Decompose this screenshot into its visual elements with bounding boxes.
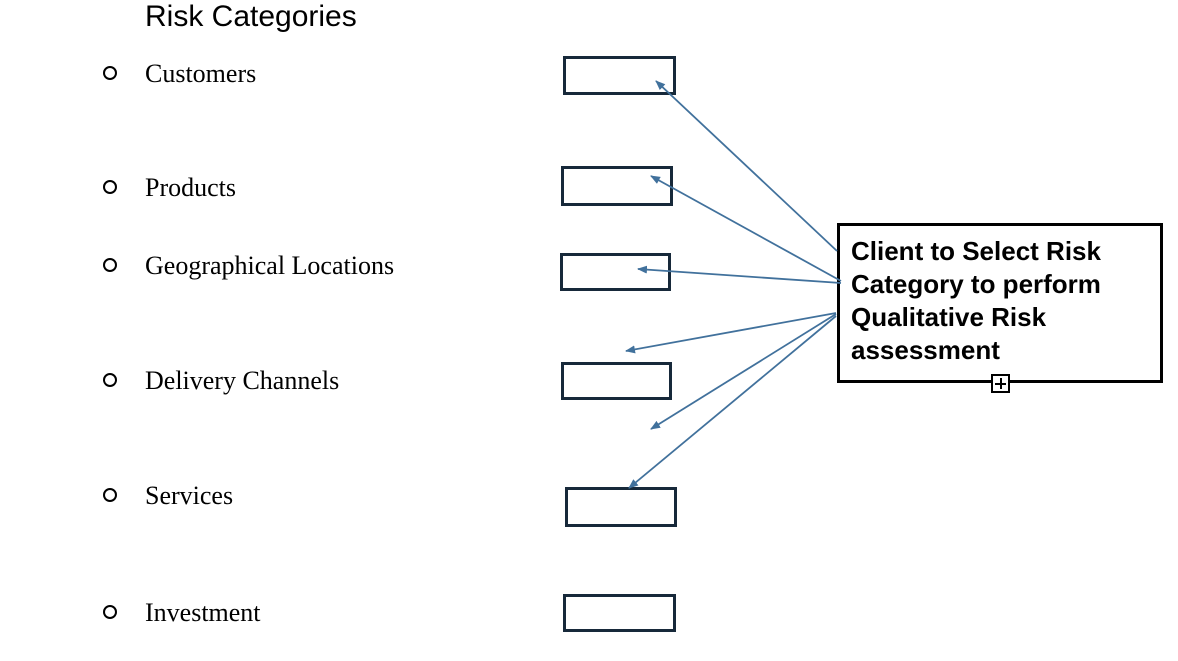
expand-handle[interactable] [991,374,1010,393]
connector-arrow-services [628,315,837,489]
risk-category-item-investment: Investment [103,598,261,628]
connector-arrow-products [650,175,842,282]
connector-arrow-delivery-channels-upper [625,312,837,354]
circle-bullet-icon [103,605,117,619]
circle-bullet-icon [103,373,117,387]
circle-bullet-icon [103,488,117,502]
risk-category-item-services: Services [103,481,233,511]
page-title: Risk Categories [145,0,357,33]
circle-bullet-icon [103,66,117,80]
risk-category-label: Customers [145,59,257,88]
risk-category-label: Investment [145,598,261,627]
circle-bullet-icon [103,258,117,272]
risk-category-item-geographical-locations: Geographical Locations [103,251,394,281]
risk-select-box-geographical-locations[interactable] [560,253,671,291]
risk-select-box-customers[interactable] [563,56,676,95]
risk-category-label: Delivery Channels [145,366,340,395]
callout-text-line: Qualitative Risk [851,302,1047,332]
callout-text-line: Category to perform [851,269,1101,299]
plus-icon [993,376,1008,391]
callout-text-line: Client to Select Risk [851,236,1101,266]
risk-category-label: Geographical Locations [145,251,395,280]
risk-category-label: Products [145,173,236,202]
risk-category-label: Services [145,481,234,510]
callout-text-line: assessment [851,335,1000,365]
risk-select-box-services[interactable] [565,487,677,527]
risk-category-item-products: Products [103,173,236,203]
connector-arrow-delivery-channels-lower [650,313,837,430]
instruction-callout: Client to Select Risk Category to perfor… [837,223,1163,383]
connector-arrow-customers [655,80,838,252]
circle-bullet-icon [103,180,117,194]
risk-category-item-customers: Customers [103,59,256,89]
risk-select-box-products[interactable] [561,166,673,206]
risk-select-box-investment[interactable] [563,594,676,632]
risk-select-box-delivery-channels[interactable] [561,362,672,400]
risk-category-item-delivery-channels: Delivery Channels [103,366,339,396]
